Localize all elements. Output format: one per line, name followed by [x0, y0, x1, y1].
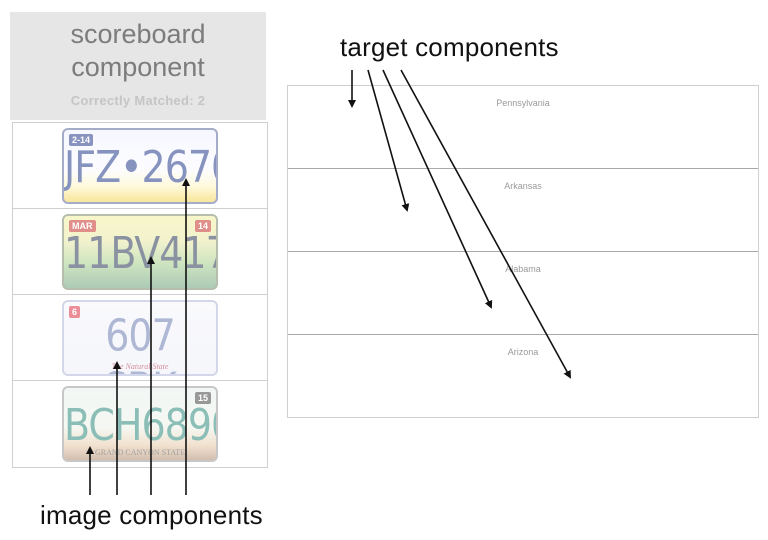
target-components-label: target components	[340, 32, 559, 62]
plate-sticker: 6	[69, 305, 81, 318]
plate-number: 11BV417	[64, 227, 218, 278]
image-components-label: image components	[40, 500, 263, 530]
target-component-alabama[interactable]: Alabama	[288, 252, 758, 335]
license-plate-image[interactable]: 6 607 SBK The Natural State	[62, 299, 218, 376]
target-components-list: Pennsylvania Arkansas Alabama Arizona	[287, 85, 759, 418]
image-component[interactable]: 2-14 JFZ•2670	[13, 123, 267, 209]
matched-label: Correctly Matched:	[70, 93, 194, 108]
plate-slogan: GRAND CANYON STATE	[94, 448, 186, 457]
license-plate-image[interactable]: 2-14 JFZ•2670	[62, 127, 218, 204]
plate-sticker: 14	[194, 219, 211, 232]
target-component-arkansas[interactable]: Arkansas	[288, 169, 758, 252]
target-state-label: Pennsylvania	[496, 98, 550, 108]
image-components-list: 2-14 JFZ•2670 MAR 14 11BV417 6 607 SBK T…	[12, 122, 268, 468]
matched-count: 2	[197, 93, 206, 108]
plate-sticker: 15	[194, 392, 211, 404]
target-state-label: Arkansas	[504, 181, 542, 191]
target-state-label: Alabama	[505, 264, 541, 274]
plate-number: JFZ•2670	[64, 141, 218, 192]
image-component[interactable]: MAR 14 11BV417	[13, 209, 267, 295]
target-state-label: Arizona	[507, 347, 539, 357]
correctly-matched-status: Correctly Matched: 2	[71, 93, 206, 108]
plate-sticker: MAR	[69, 219, 96, 232]
plate-number: 607 SBK	[104, 309, 177, 374]
scoreboard-title: scoreboard component	[70, 19, 206, 82]
target-component-pennsylvania[interactable]: Pennsylvania	[288, 86, 758, 169]
license-plate-image[interactable]: MAR 14 11BV417	[62, 213, 218, 290]
plate-sticker: 2-14	[69, 133, 94, 146]
scoreboard-component: scoreboard component Correctly Matched: …	[10, 12, 266, 120]
plate-slogan: The Natural State	[111, 361, 169, 371]
target-component-arizona[interactable]: Arizona	[288, 335, 758, 418]
image-component[interactable]: 6 607 SBK The Natural State	[13, 295, 267, 381]
license-plate-image[interactable]: 15 BCH6890 GRAND CANYON STATE	[62, 386, 218, 462]
image-component[interactable]: 15 BCH6890 GRAND CANYON STATE	[13, 381, 267, 467]
plate-number: BCH6890	[64, 399, 218, 451]
